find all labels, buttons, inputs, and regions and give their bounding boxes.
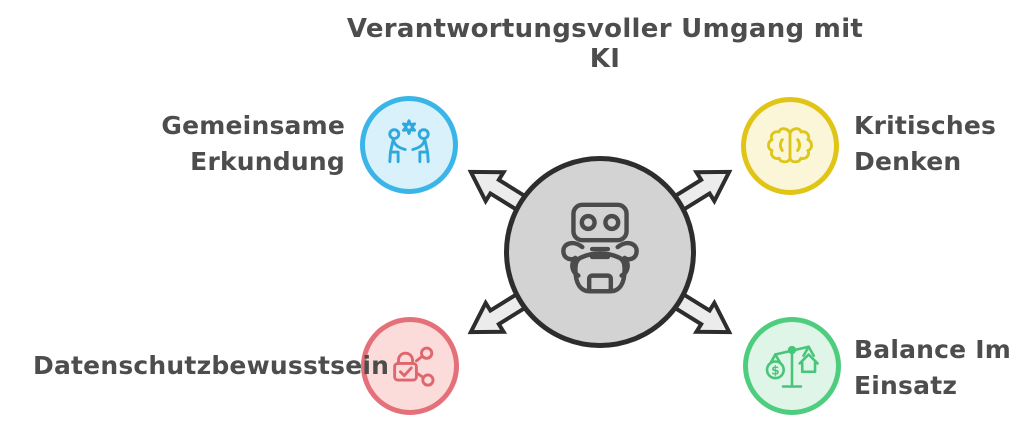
node-label-gemeinsame-erkundung: Gemeinsame Erkundung xyxy=(161,111,345,176)
robot-icon xyxy=(561,202,639,294)
node-gemeinsame-erkundung xyxy=(360,96,458,194)
node-label-kritisches-denken: Kritisches Denken xyxy=(854,111,997,176)
lock-share-icon xyxy=(393,346,435,387)
diagram-title: Verantwortungsvoller Umgang mit KI xyxy=(346,14,864,74)
node-label-balance-im-einsatz: Balance Im Einsatz xyxy=(854,335,1011,400)
svg-text:$: $ xyxy=(771,363,779,377)
node-kritisches-denken xyxy=(741,97,839,195)
balance-scale-icon: $ xyxy=(765,345,819,388)
node-label-datenschutzbewusstsein: Datenschutzbewusstsein xyxy=(33,351,390,380)
node-balance-im-einsatz: $ xyxy=(743,317,841,415)
central-hub xyxy=(504,156,696,348)
people-collaboration-icon xyxy=(388,119,430,164)
node-datenschutzbewusstsein xyxy=(361,317,459,415)
brain-icon xyxy=(767,127,813,164)
